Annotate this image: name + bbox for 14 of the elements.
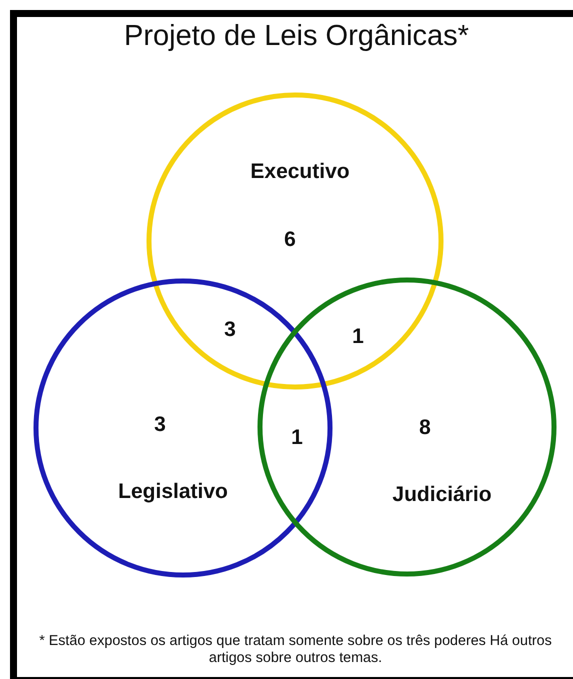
region-count: 1 [352,325,364,349]
venn-circle [33,278,333,578]
footnote: * Estão expostos os artigos que tratam somente sobre os três poderes Há outros artigos sobre outros temas. [38,633,553,667]
set-label: Executivo [250,160,350,184]
set-label: Judiciário [392,483,492,507]
region-count: 3 [224,318,236,342]
venn-circle [257,277,557,577]
region-count: 3 [154,413,166,437]
region-count: 8 [419,416,431,440]
venn-circle [146,92,444,390]
title: Projeto de Leis Orgânicas* [123,20,470,53]
region-count: 6 [284,228,296,252]
region-count: 1 [291,426,303,450]
set-label: Legislativo [118,480,228,504]
